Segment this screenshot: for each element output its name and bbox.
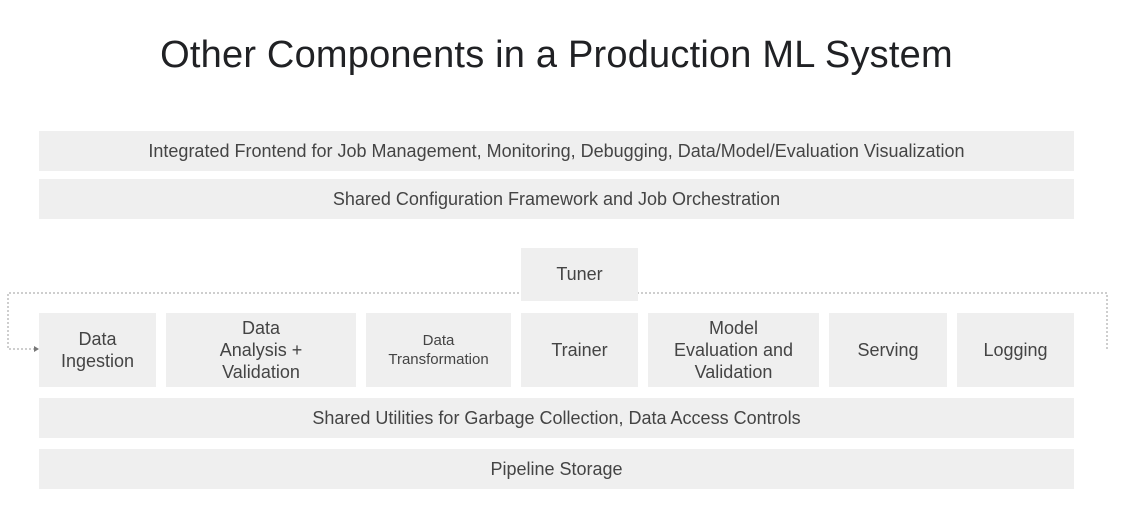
diagram-title: Other Components in a Production ML Syst… [160, 34, 953, 76]
tuner-box: Tuner [521, 248, 638, 301]
loop-arrowhead-icon [34, 346, 39, 352]
pipeline-storage-layer: Pipeline Storage [39, 449, 1074, 489]
integrated-frontend-layer: Integrated Frontend for Job Management, … [39, 131, 1074, 171]
model-evaluation-validation-box: Model Evaluation and Validation [648, 313, 819, 387]
data-transformation-box: Data Transformation [366, 313, 511, 387]
trainer-box: Trainer [521, 313, 638, 387]
serving-box: Serving [829, 313, 947, 387]
logging-box: Logging [957, 313, 1074, 387]
data-ingestion-box: Data Ingestion [39, 313, 156, 387]
data-analysis-validation-box: Data Analysis + Validation [166, 313, 356, 387]
shared-configuration-layer: Shared Configuration Framework and Job O… [39, 179, 1074, 219]
shared-utilities-layer: Shared Utilities for Garbage Collection,… [39, 398, 1074, 438]
